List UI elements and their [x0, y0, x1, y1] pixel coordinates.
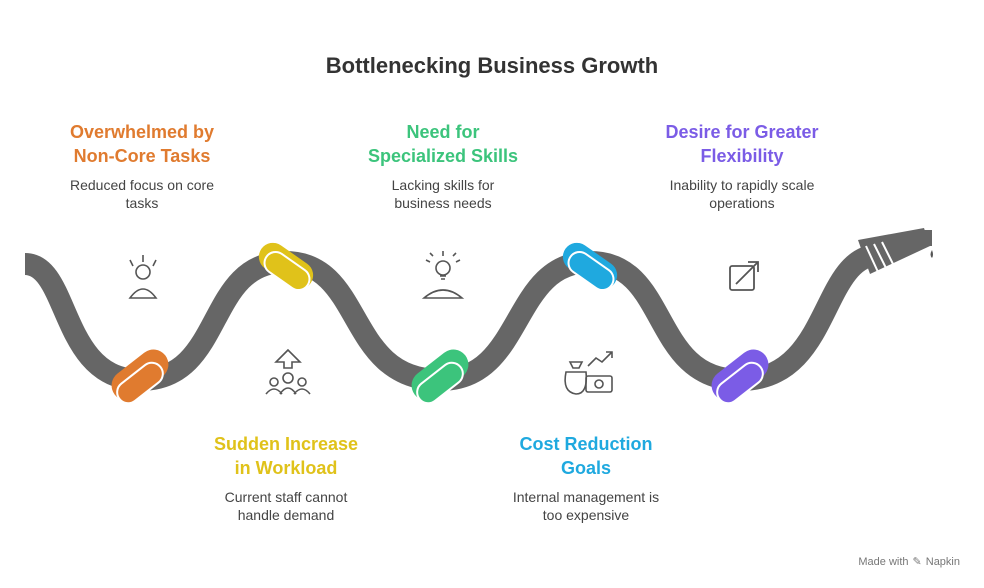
knot-orange	[111, 349, 169, 405]
step-2-label: Sudden Increase in Workload Current staf…	[176, 432, 396, 524]
step-5-heading: Desire for Greater Flexibility	[665, 122, 819, 166]
step-4-description: Internal management is too expensive	[512, 489, 660, 523]
made-with-label: Made with	[858, 555, 909, 568]
step-3-description: Lacking skills for business needs	[391, 177, 495, 211]
step-1-description: Reduced focus on core tasks	[70, 177, 214, 211]
napkin-logo-icon: ✎	[912, 556, 922, 568]
step-4-label: Cost Reduction Goals Internal management…	[476, 432, 696, 524]
step-3-heading: Need for Specialized Skills	[367, 122, 519, 166]
idea-person-icon	[421, 251, 465, 299]
diagram-title: Bottlenecking Business Growth	[325, 53, 659, 78]
step-3-label: Need for Specialized Skills Lacking skil…	[333, 120, 553, 212]
nozzle-icon	[858, 228, 933, 274]
knot-blue	[562, 242, 618, 292]
made-with-napkin-footer: Made with ✎ Napkin	[858, 555, 960, 569]
step-2-heading: Sudden Increase in Workload	[213, 434, 359, 478]
step-4-heading: Cost Reduction Goals	[519, 434, 653, 478]
external-link-icon	[729, 261, 759, 291]
brand-name: Napkin	[925, 555, 960, 568]
knot-purple	[711, 349, 769, 405]
knot-yellow	[258, 242, 314, 292]
knot-green	[411, 349, 469, 405]
step-1-label: Overwhelmed by Non-Core Tasks Reduced fo…	[32, 120, 252, 212]
team-growth-icon	[265, 348, 311, 395]
step-5-description: Inability to rapidly scale operations	[669, 177, 815, 211]
money-growth-icon	[564, 351, 613, 395]
step-2-description: Current staff cannot handle demand	[224, 489, 348, 523]
step-1-heading: Overwhelmed by Non-Core Tasks	[69, 122, 215, 166]
step-5-label: Desire for Greater Flexibility Inability…	[632, 120, 852, 212]
stressed-person-icon	[128, 255, 158, 299]
